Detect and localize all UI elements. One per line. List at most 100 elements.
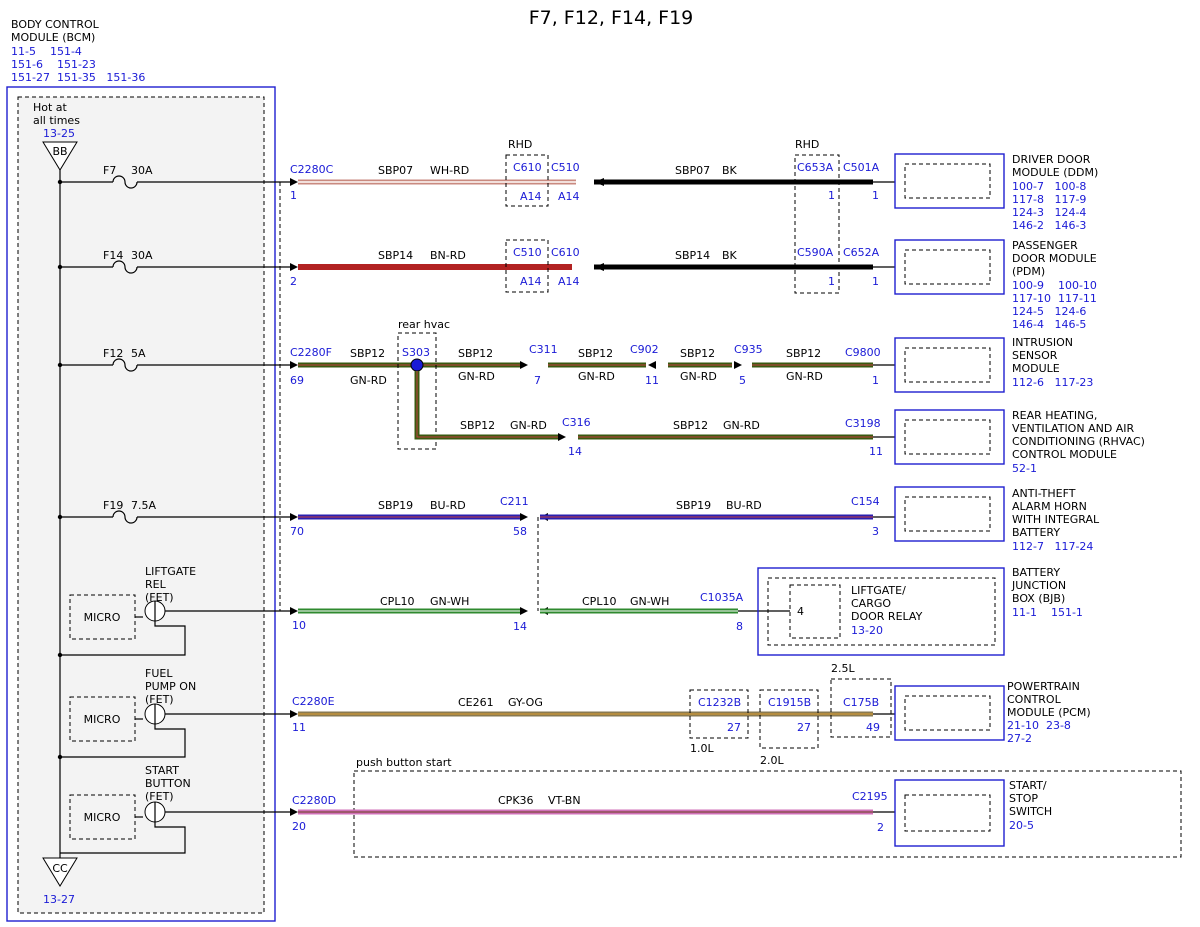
- diagram-label: 146-4 146-5: [1012, 318, 1086, 331]
- connector-label: C1232B: [698, 696, 741, 709]
- bcm-header: BODY CONTROL MODULE (BCM) 11-5 151-4 151…: [11, 18, 145, 84]
- connector-label: C316: [562, 416, 591, 429]
- diagram-label: SBP12: [673, 419, 708, 432]
- pin-label: 5: [739, 374, 746, 387]
- cc-ref: 13-27: [43, 893, 75, 906]
- diagram-label: SBP19: [378, 499, 413, 512]
- variant-2-5l-box: [830, 678, 892, 738]
- diagram-polygon: [594, 263, 604, 271]
- diagram-label: SBP19: [676, 499, 711, 512]
- connector-label: C2195: [852, 790, 888, 803]
- diagram-label: 112-7 117-24: [1012, 540, 1093, 553]
- wire-id: SBP07: [675, 164, 710, 177]
- row-bjb: 10 CPL10 GN-WH 14 CPL10 GN-WH C1035A 8 4…: [290, 566, 1083, 656]
- bcm-ref-line: 11-5 151-4: [11, 45, 82, 58]
- diagram-label: 21-10 23-8: [1007, 719, 1071, 732]
- diagram-label: 52-1: [1012, 462, 1037, 475]
- diagram-label: 11-1 151-1: [1012, 606, 1083, 619]
- pcm-module-box: [894, 685, 1005, 741]
- connector-label: C211: [500, 495, 529, 508]
- diagram-rect: [904, 794, 991, 832]
- diagram-label: ANTI-THEFT: [1012, 487, 1076, 500]
- fuse-amp: 30A: [131, 164, 153, 177]
- fuse-name: F12: [103, 347, 123, 360]
- pin-label: 11: [292, 721, 306, 734]
- diagram-label: LIFTGATE/: [851, 584, 906, 597]
- pin-label: 3: [872, 525, 879, 538]
- wire-id: SBP07: [378, 164, 413, 177]
- diagram-label: CPK36: [498, 794, 534, 807]
- row-ddm: C2280C 1 SBP07 WH-RD RHD C610 C510 A14 A…: [290, 138, 1098, 294]
- diagram-label: INTRUSION: [1012, 336, 1073, 349]
- diagram-label: CARGO: [851, 597, 891, 610]
- diagram-label: CE261: [458, 696, 494, 709]
- cc-ground-icon: [42, 857, 78, 887]
- connector-label: C610: [551, 246, 580, 259]
- connector-label: C510: [513, 246, 542, 259]
- connector-arrow: [290, 513, 298, 521]
- diagram-label: 100-7 100-8: [1012, 180, 1086, 193]
- wire-color: BK: [722, 164, 738, 177]
- diagram-label: 146-2 146-3: [1012, 219, 1086, 232]
- diagram-label: (PDM): [1012, 265, 1045, 278]
- connector-label: C902: [630, 343, 659, 356]
- row-pcm: C2280E 11 CE261 GY-OG C1232B 27 1.0L C19…: [290, 662, 1091, 767]
- diagram-polygon: [558, 433, 566, 441]
- diagram-label: ALARM HORN: [1012, 500, 1087, 513]
- page-title: F7, F12, F14, F19: [529, 7, 694, 29]
- diagram-label: 124-5 124-6: [1012, 305, 1086, 318]
- connector-label: C510: [551, 161, 580, 174]
- connector-label: C2280F: [290, 346, 332, 359]
- diagram-label: BATTERY: [1012, 566, 1060, 579]
- fuse-amp: 7.5A: [131, 499, 156, 512]
- diagram-label: 2.5L: [831, 662, 855, 675]
- diagram-label: GN-WH: [430, 595, 469, 608]
- connector-arrow: [290, 607, 298, 615]
- pin-label: 10: [292, 619, 306, 632]
- fuse-icon: [112, 260, 138, 274]
- diagram-label: 124-3 124-4: [1012, 206, 1086, 219]
- diagram-label: GN-RD: [510, 419, 547, 432]
- diagram-rect: [767, 577, 996, 646]
- diagram-label: GN-RD: [723, 419, 760, 432]
- wire-color: BN-RD: [430, 249, 466, 262]
- fuse-f14: F14 30A: [60, 249, 290, 274]
- bcm-name-line: BODY CONTROL: [11, 18, 100, 31]
- pin-label: 58: [513, 525, 527, 538]
- diagram-polyline: [60, 724, 186, 758]
- bcm-ref-line: 151-27 151-35 151-36: [11, 71, 145, 84]
- diagram-label: START/: [1009, 779, 1047, 792]
- hot-at-label: Hot at: [33, 101, 68, 114]
- diagram-polygon: [734, 361, 742, 369]
- fuse-f7: F7 30A: [60, 164, 290, 189]
- diagram-rect: [904, 419, 991, 455]
- diagram-label: PUMP ON: [145, 680, 196, 693]
- fuse-amp: 5A: [131, 347, 146, 360]
- bjb-module-box: [757, 567, 1005, 656]
- bcm-outline: [6, 86, 276, 922]
- fet-fuel: FUEL PUMP ON (FET) MICRO: [60, 667, 290, 758]
- pin-label: A14: [520, 275, 542, 288]
- rhd-box: [505, 239, 549, 293]
- diagram-rect: [904, 163, 991, 199]
- diagram-polyline: [60, 822, 186, 854]
- diagram-rect: [904, 249, 991, 285]
- relay-box: [789, 584, 841, 639]
- diagram-label: 27-2: [1007, 732, 1032, 745]
- fuse-icon: [112, 175, 138, 189]
- diagram-label: SBP12: [786, 347, 821, 360]
- connector-label: C3198: [845, 417, 881, 430]
- diagram-polyline: [416, 371, 558, 438]
- diagram-polygon: [520, 513, 528, 521]
- diagram-label: SBP12: [578, 347, 613, 360]
- bb-bus-icon: [42, 141, 78, 171]
- diagram-label: MODULE (DDM): [1012, 166, 1098, 179]
- connector-arrow: [290, 808, 298, 816]
- diagram-label: (FET): [145, 790, 174, 803]
- diagram-label: 2.0L: [760, 754, 784, 767]
- diagram-label: BOX (BJB): [1012, 592, 1065, 605]
- pin-label: 1: [828, 275, 835, 288]
- diagram-label: CONTROL: [1007, 693, 1062, 706]
- diagram-label: PASSENGER: [1012, 239, 1078, 252]
- connector-label: C2280E: [292, 695, 335, 708]
